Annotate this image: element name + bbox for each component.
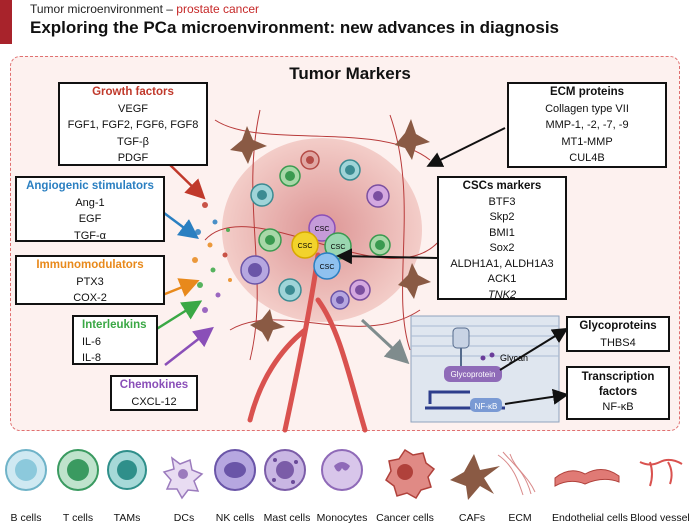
legend-mast-cells: Mast cells: [263, 512, 311, 524]
legend-t-cells: T cells: [62, 512, 94, 524]
ecm-proteins-box: ECM proteins Collagen type VII MMP-1, -2…: [507, 82, 667, 168]
tumor-cells: [240, 150, 391, 310]
transcription-factors-box: Transcription factors NF-κB: [566, 366, 670, 420]
immuno-arrow: [159, 278, 200, 298]
dc-icon: [162, 456, 204, 500]
kicker-accent: prostate cancer: [176, 2, 259, 16]
angiogenic-arrow: [159, 208, 200, 239]
csc-item: BMI1: [489, 226, 515, 239]
immunomodulators-header: Immunomodulators: [36, 259, 144, 271]
tf-header: Transcription factors: [581, 371, 655, 398]
angiogenic-box: Angiogenic stimulators Ang-1 EGF TGF-α: [15, 176, 165, 242]
tf-arrow: [504, 388, 569, 405]
nk-cell-icon: [214, 449, 256, 491]
glycoprotein-label: Glycoprotein: [451, 370, 496, 379]
csc-header: CSCs markers: [462, 180, 542, 192]
interleukins-item: IL-8: [82, 352, 101, 364]
angiogenic-item: TGF-α: [73, 229, 107, 242]
glycoproteins-box: Glycoproteins THBS4: [566, 316, 670, 352]
angiogenic-header: Angiogenic stimulators: [26, 180, 154, 192]
csc-label-2: CSC: [298, 243, 313, 250]
ecm-icon: [497, 451, 536, 496]
csc-label-1: CSC: [315, 226, 330, 233]
csc-item: Skp2: [489, 211, 515, 223]
tam-icon: [107, 450, 147, 490]
csc-item: BTF3: [488, 195, 516, 208]
ecm-item: MMP-1, -2, -7, -9: [545, 119, 629, 131]
ecm-arrow: [426, 127, 506, 167]
header-accent-bar: [0, 0, 12, 44]
tf-item: NF-κB: [602, 401, 634, 413]
interleukins-item: IL-6: [82, 335, 101, 348]
legend-cafs: CAFs: [458, 512, 486, 524]
csc-item: ACK1: [487, 273, 517, 285]
glyco-item: THBS4: [600, 336, 636, 349]
monocyte-icon: [321, 449, 363, 491]
csc-item-italic: TNK2: [487, 288, 517, 301]
csc-markers-box: CSCs markers BTF3 Skp2 BMI1 Sox2 ALDH1A1…: [437, 176, 567, 301]
growth-arrow: [164, 159, 206, 200]
immuno-item: COX-2: [73, 292, 107, 304]
caf-cells: [230, 119, 431, 342]
panel-title: Tumor Markers: [289, 64, 411, 83]
growth-factors-header: Growth factors: [92, 86, 174, 98]
t-cell-icon: [57, 449, 99, 491]
csc-item: ALDH1A1, ALDH1A3: [450, 257, 554, 270]
legend-endothelial-cells: Endothelial cells: [552, 512, 628, 524]
ecm-item: Collagen type VII: [545, 102, 629, 115]
csc-arrow: [336, 248, 438, 265]
immuno-item: PTX3: [76, 275, 104, 288]
kicker-main: Tumor microenvironment –: [30, 2, 177, 16]
mast-cell-icon: [264, 449, 306, 491]
chemokines-header: Chemokines: [119, 379, 189, 391]
caf-icon: [450, 454, 500, 500]
page-title: Exploring the PCa microenvironment: new …: [30, 18, 560, 37]
legend-blood-vessel: Blood vessel: [630, 512, 690, 524]
ecm-item: CUL4B: [569, 152, 605, 164]
cancer-cell-icon: [385, 448, 436, 500]
interleukins-header: Interleukins: [82, 319, 147, 331]
blood-vessel-icon: [639, 458, 683, 487]
csc-label-4: CSC: [320, 264, 335, 271]
legend-monocytes: Monocytes: [316, 512, 368, 524]
legend-b-cells: B cells: [10, 512, 42, 524]
growth-item: FGF1, FGF2, FGF6, FGF8: [67, 119, 199, 131]
interleukins-box: Interleukins IL-6 IL-8: [72, 315, 158, 365]
legend-cancer-cells: Cancer cells: [376, 512, 434, 524]
csc-cluster: CSC CSC CSC CSC: [291, 214, 352, 280]
interleukins-arrow: [154, 300, 203, 332]
inset-arrow: [360, 318, 410, 365]
glyco-header: Glycoproteins: [579, 320, 657, 332]
chemokines-arrow: [164, 326, 214, 366]
ecm-item: MT1-MMP: [561, 135, 613, 148]
cell-type-legend: [5, 448, 683, 500]
endothelial-icon: [554, 469, 620, 487]
immunomodulators-box: Immunomodulators PTX3 COX-2: [15, 255, 165, 305]
growth-item: VEGF: [118, 102, 148, 115]
growth-item: PDGF: [117, 152, 149, 164]
nfkb-inset-label: NF-κB: [475, 402, 498, 411]
legend-nk-cells: NK cells: [215, 512, 255, 524]
ecm-header: ECM proteins: [549, 86, 625, 98]
growth-item: TGF-β: [117, 135, 149, 148]
b-cell-icon: [5, 449, 47, 491]
csc-item: Sox2: [489, 242, 515, 254]
chemokines-item: CXCL-12: [131, 395, 177, 408]
legend-tams: TAMs: [113, 512, 141, 524]
glycan-label: Glycan: [500, 353, 528, 363]
header-kicker: Tumor microenvironment – prostate cancer: [30, 2, 259, 16]
angiogenic-item: EGF: [78, 213, 102, 225]
glyco-arrow: [499, 327, 569, 371]
legend-dcs: DCs: [173, 512, 195, 524]
legend-ecm: ECM: [508, 512, 532, 524]
angiogenic-item: Ang-1: [75, 196, 105, 209]
chemokines-box: Chemokines CXCL-12: [110, 375, 198, 411]
inset-membrane-panel: Glycan Glycoprotein NF-κB: [410, 315, 560, 423]
growth-factors-box: Growth factors VEGF FGF1, FGF2, FGF6, FG…: [58, 82, 208, 166]
csc-label-3: CSC: [331, 244, 346, 251]
